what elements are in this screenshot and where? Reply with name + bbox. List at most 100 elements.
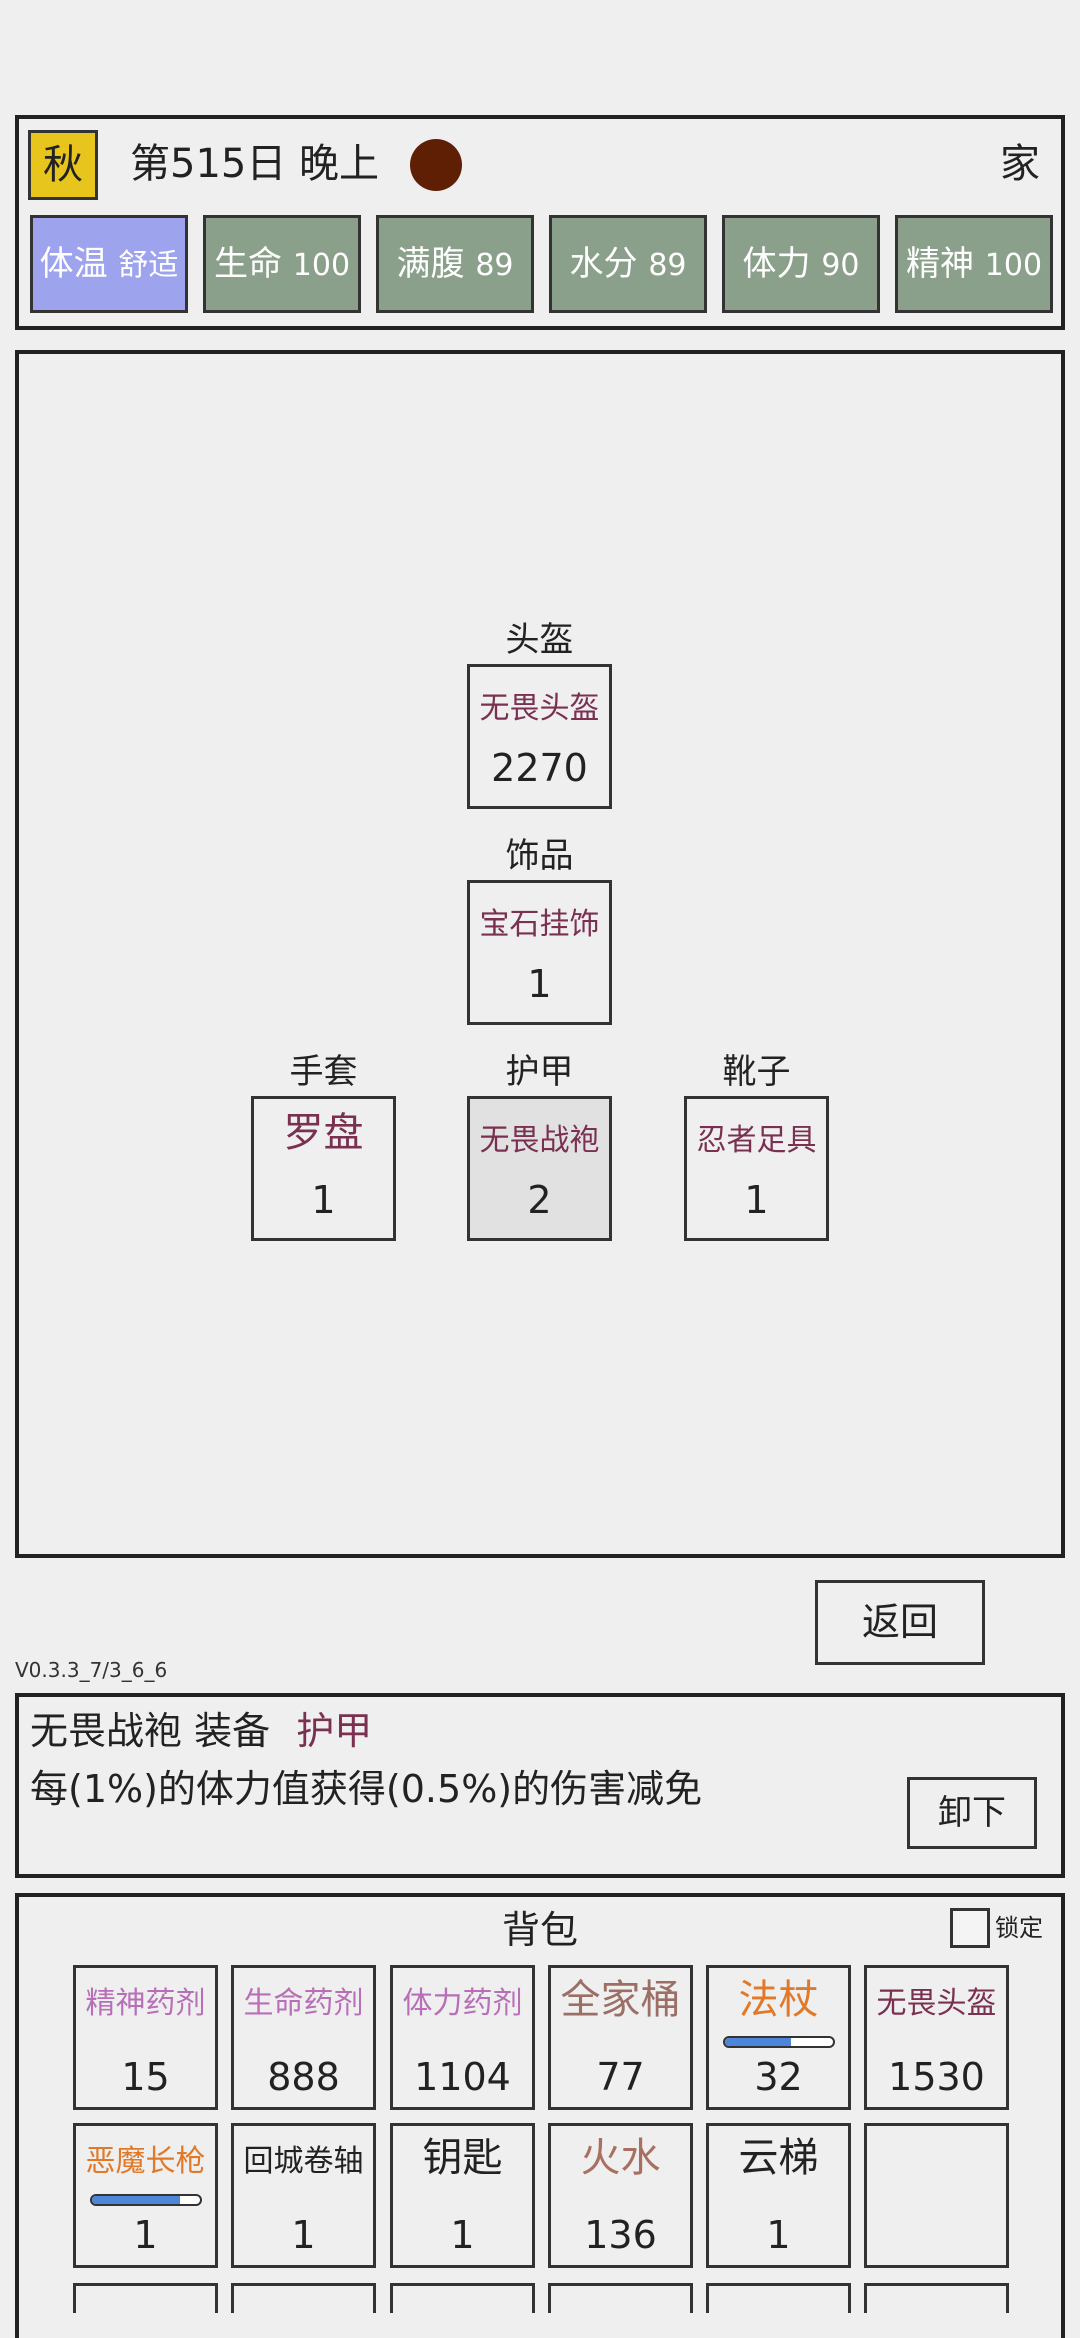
durability-fill (724, 2038, 792, 2046)
equip-slot-armor[interactable]: 无畏战袍 2 (467, 1096, 612, 1241)
detail-action: 装备 (194, 1709, 271, 1753)
bag-item[interactable]: 体力药剂 1104 (390, 1965, 535, 2110)
season-badge: 秋 (28, 130, 98, 200)
bag-item[interactable]: 全家桶 77 (548, 1965, 693, 2110)
bag-item-count: 1 (450, 2213, 475, 2257)
location-label: 家 (1000, 141, 1040, 187)
stat-temperature[interactable]: 体温 舒适 (30, 215, 188, 313)
bag-item-name: 云梯 (738, 2135, 819, 2181)
bag-item-count: 77 (596, 2055, 645, 2099)
bag-item-count: 1 (766, 2213, 791, 2257)
bag-title: 背包 (501, 1908, 578, 1952)
item-name: 宝石挂饰 (479, 907, 600, 942)
bag-item-name: 体力药剂 (402, 1986, 523, 2021)
slot-label-accessory: 饰品 (505, 836, 574, 876)
bag-item[interactable]: 回城卷轴 1 (231, 2123, 376, 2268)
stat-value: 100 (292, 248, 351, 283)
bag-item-count: 1 (133, 2213, 158, 2257)
durability-fill (91, 2196, 181, 2204)
bag-item-count: 136 (584, 2213, 657, 2257)
durability-bar (89, 2194, 202, 2206)
slot-label-boots: 靴子 (722, 1052, 791, 1092)
stat-value: 89 (648, 248, 687, 283)
item-name: 无畏头盔 (479, 691, 600, 726)
bag-item[interactable]: 云梯 1 (706, 2123, 851, 2268)
bag-item-name: 精神药剂 (85, 1986, 206, 2021)
slot-label-helmet: 头盔 (505, 620, 574, 660)
bag-item-count: 888 (267, 2055, 340, 2099)
bag-item-count: 1530 (888, 2055, 985, 2099)
equip-slot-helmet[interactable]: 无畏头盔 2270 (467, 664, 612, 809)
bag-item[interactable]: 精神药剂 15 (73, 1965, 218, 2110)
detail-item-name: 无畏战袍 (30, 1709, 183, 1753)
stat-label: 体力 (742, 244, 811, 284)
stat-label: 体温 (39, 244, 108, 284)
stat-label: 水分 (569, 244, 638, 284)
bag-item[interactable]: 火水 136 (548, 2123, 693, 2268)
bag-item[interactable]: 生命药剂 888 (231, 1965, 376, 2110)
item-name: 罗盘 (283, 1110, 364, 1156)
bag-item-count: 1104 (414, 2055, 511, 2099)
bag-item-count: 15 (121, 2055, 170, 2099)
stat-spirit[interactable]: 精神 100 (895, 215, 1053, 313)
stat-value: 90 (821, 248, 860, 283)
lock-checkbox[interactable] (950, 1908, 990, 1948)
status-panel (15, 115, 1065, 330)
detail-slot: 护甲 (296, 1709, 373, 1753)
bag-item-name: 生命药剂 (243, 1986, 364, 2021)
bag-item[interactable] (390, 2283, 535, 2313)
equip-slot-accessory[interactable]: 宝石挂饰 1 (467, 880, 612, 1025)
stat-hunger[interactable]: 满腹 89 (376, 215, 534, 313)
bag-item[interactable] (706, 2283, 851, 2313)
item-name: 无畏战袍 (479, 1123, 600, 1158)
detail-description: 每(1%)的体力值获得(0.5%)的伤害减免 (30, 1767, 703, 1811)
bag-item[interactable]: 法杖 32 (706, 1965, 851, 2110)
stat-value: 89 (475, 248, 514, 283)
stat-label: 精神 (905, 244, 974, 284)
stat-water[interactable]: 水分 89 (549, 215, 707, 313)
bag-panel (15, 1893, 1065, 2338)
version-label: V0.3.3_7/3_6_6 (15, 1658, 168, 1682)
bag-item[interactable]: 恶魔长枪 1 (73, 2123, 218, 2268)
bag-item[interactable] (231, 2283, 376, 2313)
bag-item-name: 全家桶 (560, 1977, 681, 2023)
day-time-label: 第515日 晚上 (130, 141, 380, 187)
lock-label: 锁定 (995, 1914, 1043, 1942)
sun-icon (410, 139, 462, 191)
stat-value: 舒适 (118, 248, 179, 283)
item-count: 2270 (491, 746, 588, 790)
bag-item[interactable] (548, 2283, 693, 2313)
stat-label: 生命 (213, 244, 282, 284)
stat-health[interactable]: 生命 100 (203, 215, 361, 313)
item-detail-panel (15, 1693, 1065, 1878)
stat-stamina[interactable]: 体力 90 (722, 215, 880, 313)
bag-item[interactable]: 无畏头盔 1530 (864, 1965, 1009, 2110)
durability-bar (722, 2036, 835, 2048)
bag-item-name: 法杖 (738, 1977, 819, 2023)
bag-item-name: 无畏头盔 (876, 1986, 997, 2021)
item-name: 忍者足具 (696, 1123, 817, 1158)
bag-item-count: 1 (291, 2213, 316, 2257)
item-count: 1 (527, 962, 552, 1006)
stat-value: 100 (984, 248, 1043, 283)
unequip-button[interactable]: 卸下 (907, 1777, 1037, 1849)
slot-label-gloves: 手套 (289, 1052, 358, 1092)
equip-slot-boots[interactable]: 忍者足具 1 (684, 1096, 829, 1241)
bag-item-name: 火水 (580, 2135, 661, 2181)
stat-label: 满腹 (396, 244, 465, 284)
back-button[interactable]: 返回 (815, 1580, 985, 1665)
bag-item-name: 回城卷轴 (243, 2144, 364, 2179)
item-count: 1 (311, 1178, 336, 1222)
slot-label-armor: 护甲 (505, 1052, 574, 1092)
bag-item[interactable] (864, 2283, 1009, 2313)
bag-item-count: 32 (754, 2055, 803, 2099)
item-count: 1 (744, 1178, 769, 1222)
bag-item[interactable] (73, 2283, 218, 2313)
detail-header: 无畏战袍 装备 护甲 (30, 1705, 372, 1757)
bag-item-name: 恶魔长枪 (85, 2144, 206, 2179)
bag-item[interactable]: 钥匙 1 (390, 2123, 535, 2268)
equip-slot-gloves[interactable]: 罗盘 1 (251, 1096, 396, 1241)
bag-item[interactable] (864, 2123, 1009, 2268)
bag-item-name: 钥匙 (422, 2135, 503, 2181)
item-count: 2 (527, 1178, 552, 1222)
